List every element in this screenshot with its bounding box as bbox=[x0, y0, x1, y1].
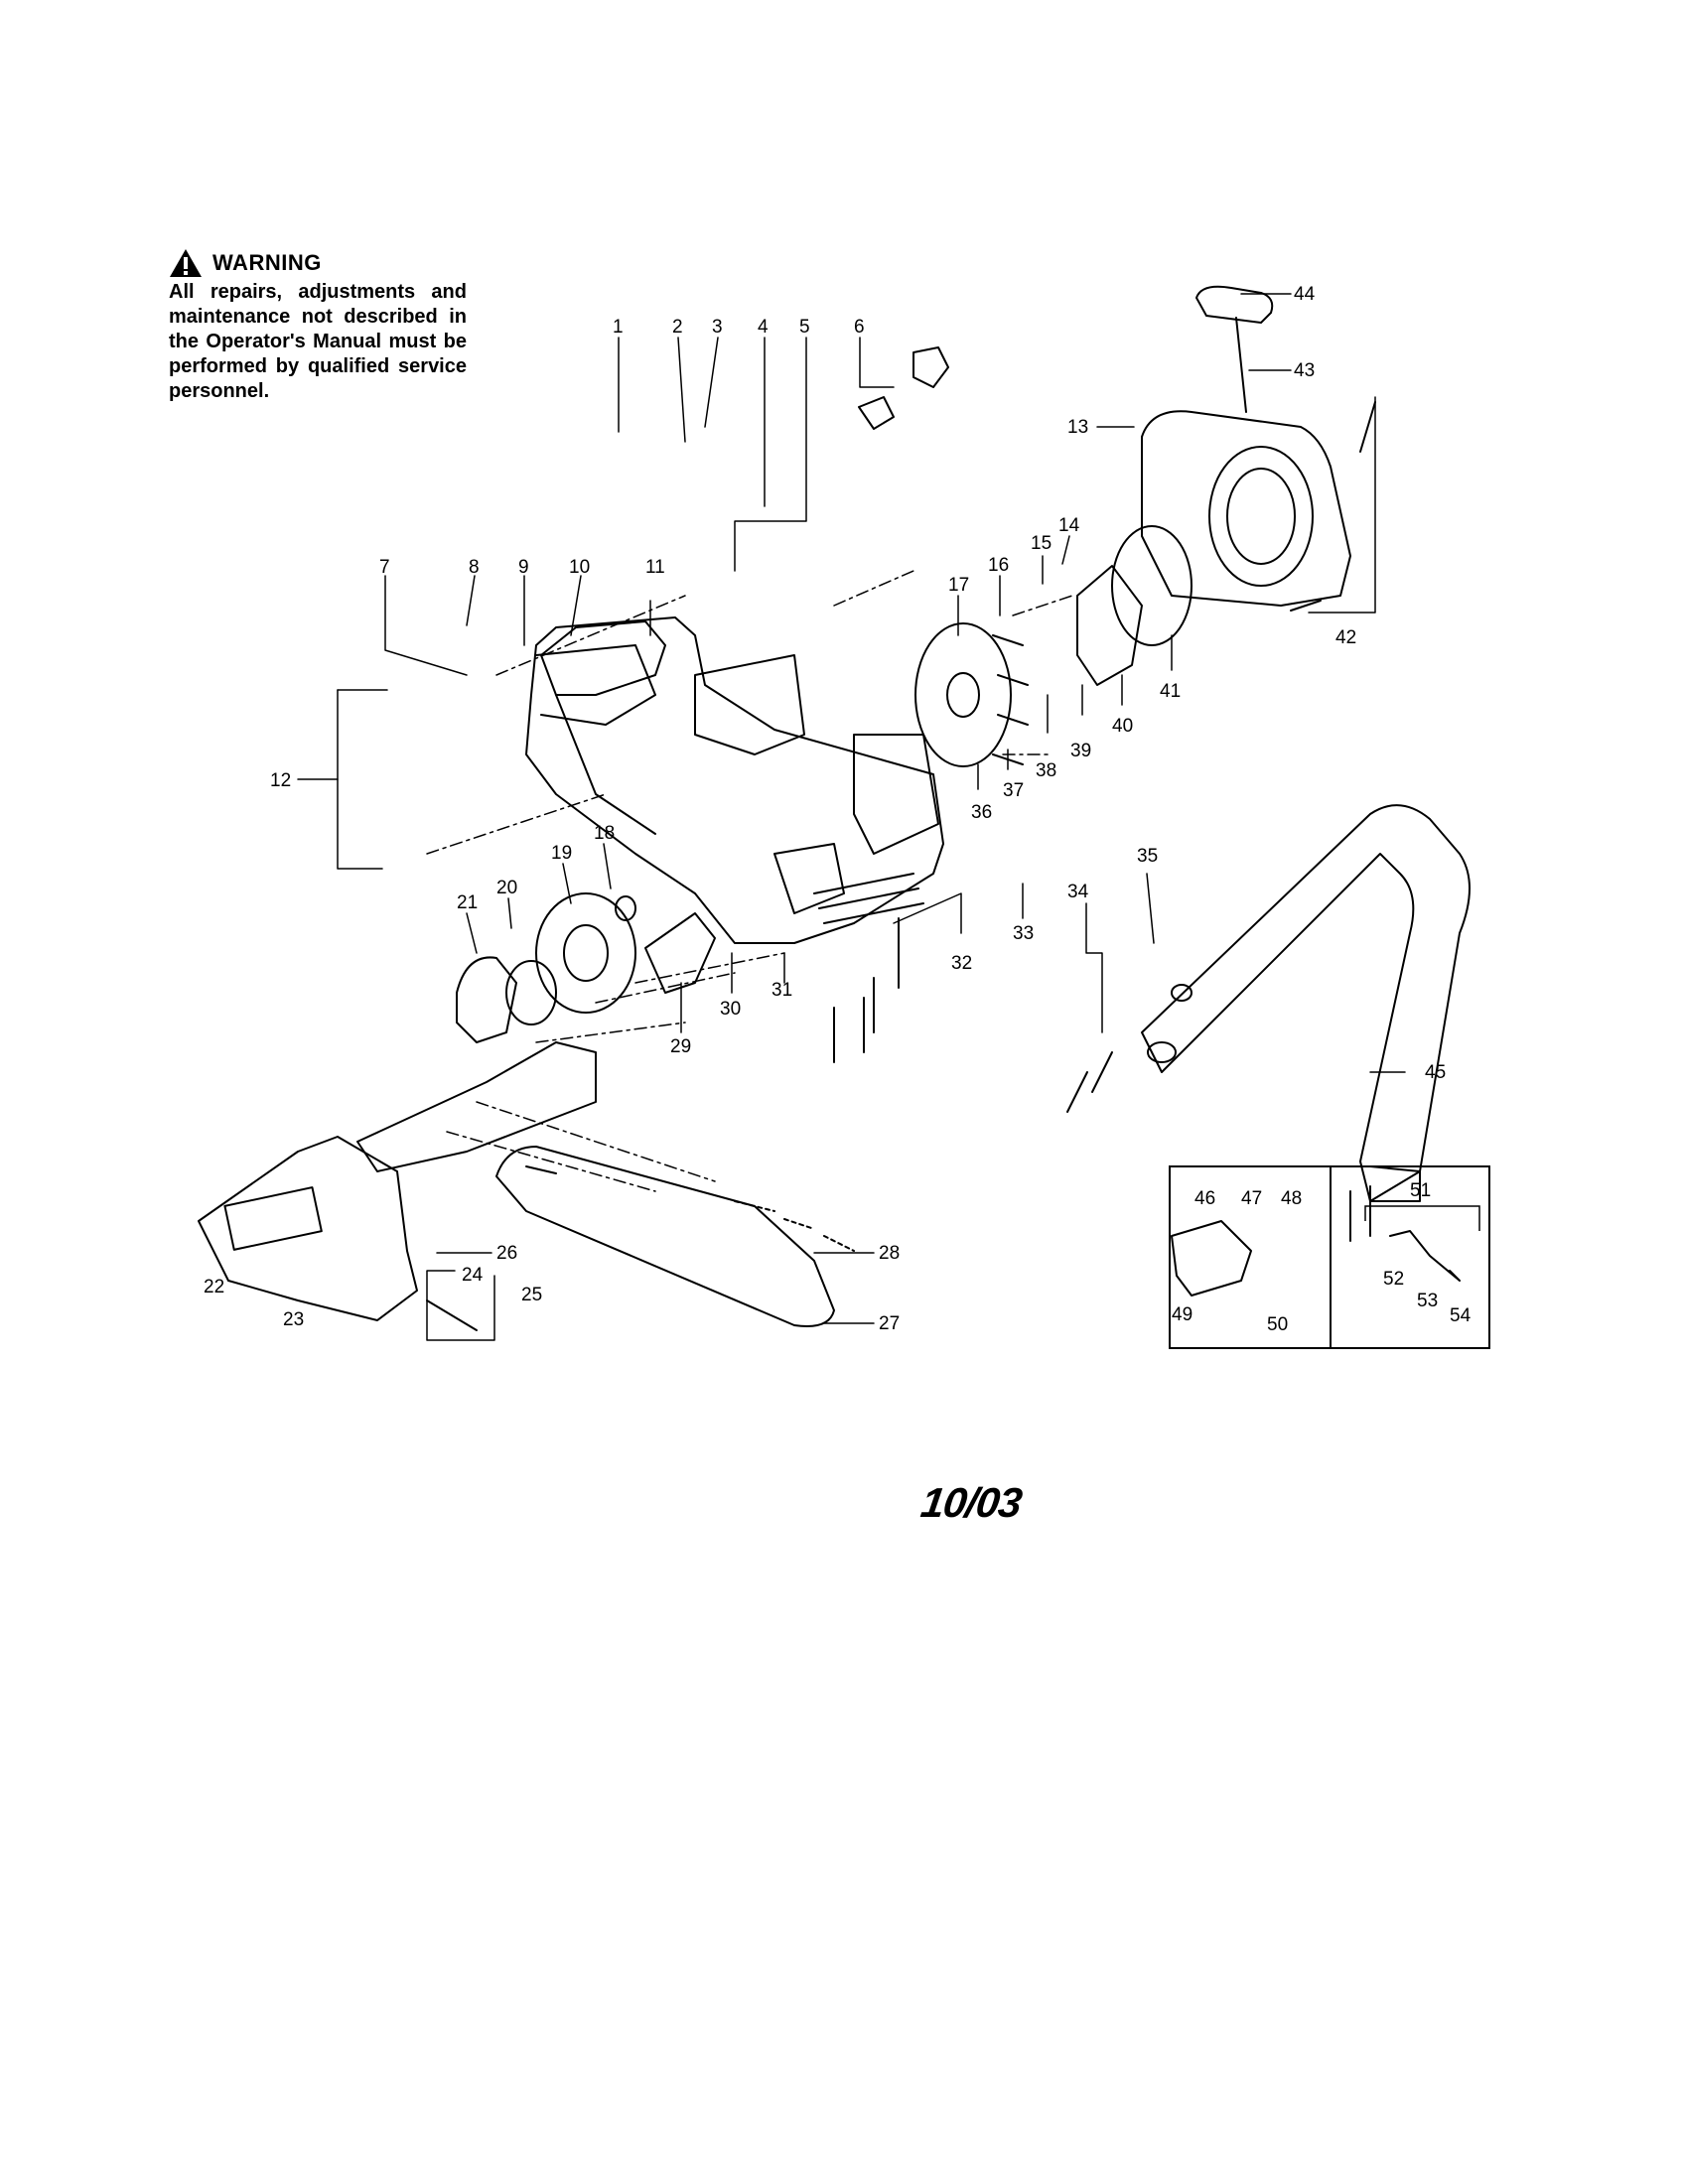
inset-tensioner bbox=[1171, 1220, 1252, 1297]
air-cap bbox=[912, 346, 949, 388]
callout-20: 20 bbox=[496, 878, 517, 898]
callout-52: 52 bbox=[1383, 1269, 1404, 1290]
callout-13: 13 bbox=[1067, 417, 1088, 438]
fuel-cap bbox=[858, 396, 895, 430]
alignment-lines bbox=[426, 570, 1073, 1192]
callout-28: 28 bbox=[879, 1243, 900, 1264]
callout-26: 26 bbox=[496, 1243, 517, 1264]
callout-1: 1 bbox=[613, 317, 624, 338]
callout-14: 14 bbox=[1058, 515, 1080, 536]
callout-34: 34 bbox=[1067, 882, 1089, 902]
callout-48: 48 bbox=[1281, 1188, 1302, 1209]
callout-16: 16 bbox=[988, 555, 1009, 576]
callout-21: 21 bbox=[457, 892, 478, 913]
warning-box: WARNING All repairs, adjustments and mai… bbox=[169, 248, 467, 404]
callout-35: 35 bbox=[1137, 846, 1158, 867]
callout-30: 30 bbox=[720, 999, 741, 1020]
rear-handle bbox=[540, 620, 666, 835]
callout-5: 5 bbox=[799, 317, 810, 338]
callout-29: 29 bbox=[670, 1036, 691, 1057]
callout-7: 7 bbox=[379, 557, 390, 578]
inset-frame bbox=[1169, 1165, 1490, 1349]
callout-41: 41 bbox=[1160, 681, 1181, 702]
callout-22: 22 bbox=[204, 1277, 224, 1297]
callout-32: 32 bbox=[951, 953, 972, 974]
clutch-assembly bbox=[456, 956, 517, 1043]
callout-27: 27 bbox=[879, 1313, 900, 1334]
clutch-washer bbox=[505, 960, 557, 1025]
callout-33: 33 bbox=[1013, 923, 1034, 944]
warning-header: WARNING bbox=[169, 248, 467, 278]
callout-19: 19 bbox=[551, 843, 572, 864]
clutch-drum bbox=[535, 892, 636, 1014]
callout-46: 46 bbox=[1194, 1188, 1215, 1209]
callout-53: 53 bbox=[1417, 1291, 1438, 1311]
callout-43: 43 bbox=[1294, 360, 1315, 381]
callout-39: 39 bbox=[1070, 741, 1091, 761]
callout-17: 17 bbox=[948, 575, 969, 596]
callout-3: 3 bbox=[712, 317, 723, 338]
warning-text: All repairs, adjustments and maintenance… bbox=[169, 281, 467, 402]
callout-11: 11 bbox=[645, 557, 665, 578]
callout-labels: 1 2 3 4 5 6 7 8 9 10 11 12 13 14 15 16 1… bbox=[204, 284, 1472, 1335]
callout-49: 49 bbox=[1172, 1304, 1193, 1325]
callout-47: 47 bbox=[1241, 1188, 1262, 1209]
callout-45: 45 bbox=[1425, 1062, 1446, 1083]
callout-40: 40 bbox=[1112, 716, 1133, 737]
callout-36: 36 bbox=[971, 802, 992, 823]
starter-grip bbox=[1195, 285, 1274, 413]
callout-31: 31 bbox=[772, 980, 792, 1001]
callout-2: 2 bbox=[672, 317, 683, 338]
inset-oil-line bbox=[1389, 1230, 1461, 1282]
callout-44: 44 bbox=[1294, 284, 1316, 305]
exploded-parts-diagram: 1 2 3 4 5 6 7 8 9 10 11 12 13 14 15 16 1… bbox=[198, 284, 1490, 1349]
callout-37: 37 bbox=[1003, 780, 1024, 801]
washer bbox=[615, 895, 636, 921]
callout-9: 9 bbox=[518, 557, 529, 578]
warning-title: WARNING bbox=[212, 250, 322, 275]
callout-15: 15 bbox=[1031, 533, 1052, 554]
callout-50: 50 bbox=[1267, 1314, 1288, 1335]
starter-pulley bbox=[1111, 525, 1193, 646]
callout-10: 10 bbox=[569, 557, 590, 578]
callout-38: 38 bbox=[1036, 760, 1056, 781]
front-handle bbox=[1141, 804, 1471, 1202]
oil-pump-plate bbox=[644, 912, 716, 994]
callout-leaders bbox=[297, 293, 1406, 1341]
date-code: 10/03 bbox=[917, 1479, 1025, 1526]
callout-6: 6 bbox=[854, 317, 865, 338]
warning-triangle-icon bbox=[170, 249, 202, 277]
guide-bar bbox=[495, 1146, 835, 1327]
callout-8: 8 bbox=[469, 557, 480, 578]
callout-42: 42 bbox=[1335, 627, 1356, 648]
screws bbox=[426, 401, 1376, 1331]
saw-chain bbox=[734, 1200, 855, 1252]
flywheel bbox=[914, 622, 1029, 767]
callout-51: 51 bbox=[1410, 1180, 1431, 1201]
callout-54: 54 bbox=[1450, 1305, 1472, 1326]
callout-18: 18 bbox=[594, 823, 615, 844]
callout-24: 24 bbox=[462, 1265, 484, 1286]
callout-12: 12 bbox=[270, 770, 291, 791]
callout-25: 25 bbox=[521, 1285, 542, 1305]
callout-4: 4 bbox=[758, 317, 769, 338]
starter-housing bbox=[1141, 410, 1351, 607]
callout-23: 23 bbox=[283, 1309, 304, 1330]
side-cover bbox=[198, 1041, 597, 1321]
pawl-plate bbox=[1076, 565, 1143, 686]
engine-housing bbox=[525, 616, 944, 944]
